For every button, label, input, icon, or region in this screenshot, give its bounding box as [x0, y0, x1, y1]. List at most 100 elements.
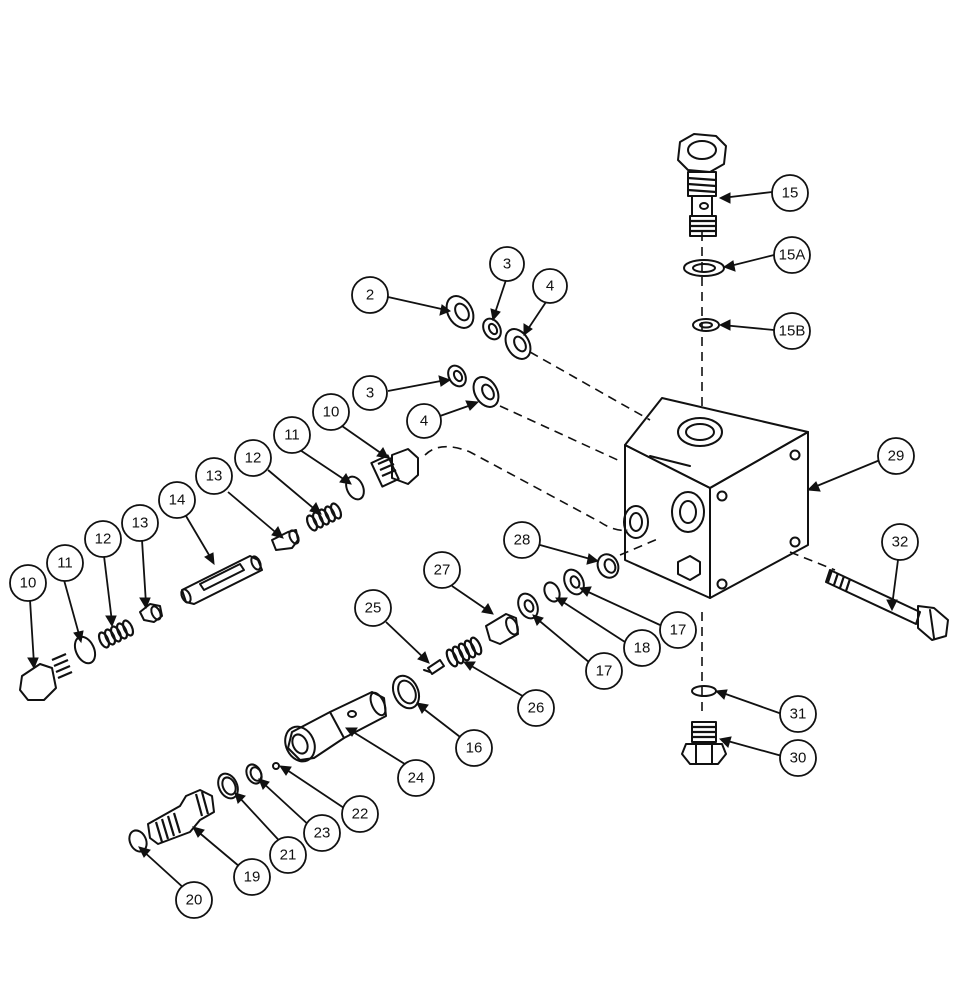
- svg-text:17: 17: [670, 622, 687, 639]
- spool-14: [180, 555, 263, 605]
- svg-text:3: 3: [503, 256, 511, 273]
- callout-28: 28: [503, 521, 541, 559]
- oring-3-upper: [482, 317, 502, 341]
- seat-23: [245, 763, 263, 785]
- svg-text:16: 16: [466, 740, 483, 757]
- svg-text:4: 4: [546, 278, 554, 295]
- plug-28: [596, 553, 620, 579]
- callout-29: 29: [877, 437, 915, 475]
- pin-25: [423, 659, 445, 675]
- svg-text:31: 31: [790, 706, 807, 723]
- svg-text:19: 19: [244, 869, 261, 886]
- ring-21: [217, 772, 239, 800]
- oring-31: [691, 685, 717, 697]
- svg-text:23: 23: [314, 825, 331, 842]
- callout-25: 25: [354, 589, 392, 627]
- svg-text:12: 12: [245, 450, 262, 467]
- bolt-32: [825, 569, 949, 641]
- callout-11-upper: 11: [273, 416, 311, 454]
- oring-3-lower: [447, 364, 467, 388]
- svg-text:10: 10: [20, 575, 37, 592]
- svg-text:21: 21: [280, 847, 297, 864]
- svg-text:14: 14: [169, 492, 186, 509]
- assembly-lines: [424, 232, 836, 715]
- callout-2: 2: [351, 276, 389, 314]
- callout-3-lower: 3: [352, 375, 388, 411]
- washer-17-lower: [517, 592, 539, 620]
- svg-text:4: 4: [420, 413, 428, 430]
- callout-15: 15: [771, 174, 809, 212]
- svg-text:13: 13: [206, 468, 223, 485]
- callout-11-lower: 11: [46, 544, 84, 582]
- svg-text:25: 25: [365, 600, 382, 617]
- callout-18: 18: [623, 629, 661, 667]
- poppet-13-upper: [271, 529, 300, 551]
- callout-27: 27: [423, 551, 461, 589]
- spring-12-lower: [97, 619, 135, 649]
- callout-4-upper: 4: [532, 268, 568, 304]
- seal-15b: [692, 318, 720, 332]
- svg-text:13: 13: [132, 515, 149, 532]
- callouts: 15 15A 15B 2 3 4 3 4 10 11 12 13 14 13 1…: [9, 174, 919, 919]
- svg-text:29: 29: [888, 448, 905, 465]
- callout-31: 31: [779, 695, 817, 733]
- svg-text:17: 17: [596, 663, 613, 680]
- oring-18: [543, 581, 561, 603]
- callout-20: 20: [175, 881, 213, 919]
- svg-text:3: 3: [366, 385, 374, 402]
- svg-text:10: 10: [323, 404, 340, 421]
- svg-text:24: 24: [408, 770, 425, 787]
- svg-text:27: 27: [434, 562, 451, 579]
- callout-14: 14: [158, 481, 196, 519]
- callout-26: 26: [517, 689, 555, 727]
- sleeve-27: [485, 613, 519, 645]
- svg-text:12: 12: [95, 531, 112, 548]
- plug-10-upper: [370, 448, 419, 488]
- connector-19: [147, 789, 215, 845]
- cartridge-valve: [677, 133, 727, 237]
- washer-15a: [683, 259, 725, 277]
- washer-4-upper: [504, 328, 532, 360]
- svg-text:26: 26: [528, 700, 545, 717]
- svg-text:15B: 15B: [779, 323, 806, 340]
- callout-12-lower: 12: [84, 520, 122, 558]
- callout-17-lower: 17: [585, 652, 623, 690]
- svg-text:11: 11: [284, 427, 300, 444]
- fitting-24: [284, 691, 387, 763]
- svg-text:15A: 15A: [779, 247, 806, 264]
- svg-text:20: 20: [186, 892, 203, 909]
- svg-text:2: 2: [366, 287, 374, 304]
- callout-13-upper: 13: [195, 457, 233, 495]
- leader-lines: [27, 191, 899, 891]
- ring-16: [391, 674, 421, 710]
- callout-10-lower: 10: [9, 564, 47, 602]
- callout-15b: 15B: [773, 312, 811, 350]
- callout-13-lower: 13: [121, 504, 159, 542]
- washer-2: [445, 295, 475, 329]
- callout-17-upper: 17: [659, 611, 697, 649]
- svg-text:18: 18: [634, 640, 651, 657]
- plug-10-lower: [19, 652, 73, 701]
- callout-21: 21: [269, 836, 307, 874]
- callout-22: 22: [341, 795, 379, 833]
- svg-text:15: 15: [782, 185, 799, 202]
- callout-19: 19: [233, 858, 271, 896]
- washer-4-lower: [472, 376, 500, 408]
- callout-12-upper: 12: [234, 439, 272, 477]
- callout-10-upper: 10: [312, 393, 350, 431]
- svg-text:22: 22: [352, 806, 369, 823]
- poppet-13-lower: [139, 603, 163, 623]
- callout-15a: 15A: [773, 236, 811, 274]
- callout-32: 32: [881, 523, 919, 561]
- callout-23: 23: [303, 814, 341, 852]
- svg-text:32: 32: [892, 534, 909, 551]
- spring-26: [445, 636, 483, 668]
- svg-text:30: 30: [790, 750, 807, 767]
- ball-22: [272, 762, 280, 770]
- washer-11-upper: [345, 475, 365, 501]
- washer-11-lower: [73, 635, 97, 665]
- washer-17-upper: [563, 568, 585, 596]
- plug-30: [681, 721, 727, 765]
- callout-24: 24: [397, 759, 435, 797]
